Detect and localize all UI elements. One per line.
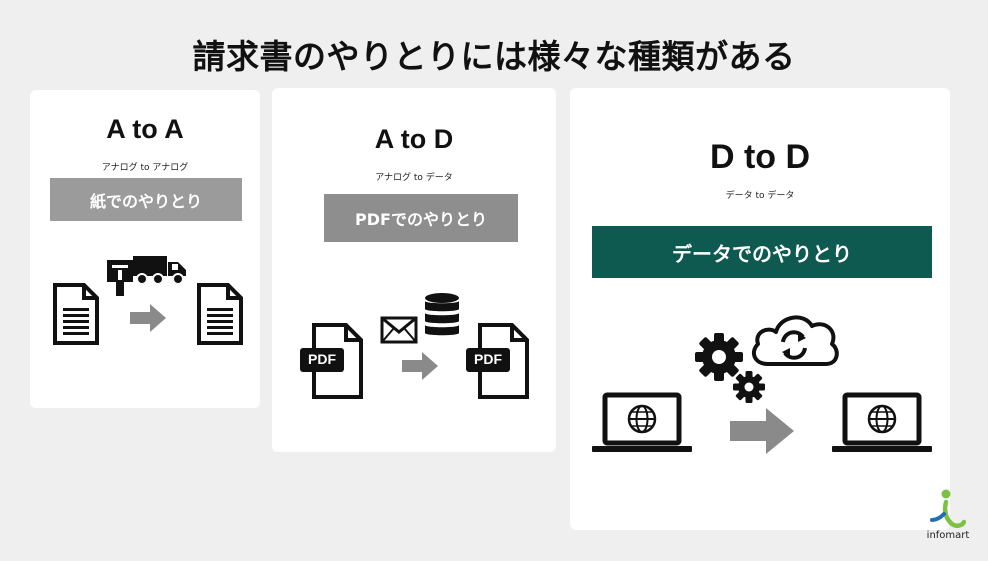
laptop-icon	[592, 392, 692, 452]
cloud-sync-icon	[751, 315, 839, 366]
logo-text: infomart	[926, 530, 970, 541]
card-a-to-d: A to D アナログ to データ PDFでのやりとり PDF PDF	[272, 88, 556, 452]
arrow-right-icon	[730, 408, 794, 454]
pdf-label: PDF	[308, 351, 336, 367]
page-title: 請求書のやりとりには様々な種類がある	[192, 37, 796, 76]
card-subtitle: データ to データ	[725, 191, 795, 201]
label-box: データでのやりとり	[592, 226, 932, 278]
card-heading: A to D	[374, 124, 454, 154]
card-heading: D to D	[709, 138, 811, 176]
mailbox-icon	[107, 260, 133, 296]
card-a-to-a: A to A アナログ to アナログ 紙でのやりとり	[30, 90, 260, 408]
label-box: PDFでのやりとり	[324, 194, 518, 242]
pdf-file-icon: PDF	[464, 322, 534, 400]
gear-icon	[695, 333, 743, 381]
card-subtitle: アナログ to アナログ	[101, 163, 189, 173]
arrow-right-icon	[130, 304, 166, 332]
infomart-logo-icon	[930, 489, 966, 528]
document-icon	[53, 283, 99, 345]
card-subtitle: アナログ to データ	[375, 173, 453, 183]
document-icon	[197, 283, 243, 345]
label-box: 紙でのやりとり	[50, 178, 242, 221]
pdf-label: PDF	[474, 351, 502, 367]
laptop-icon	[832, 392, 932, 452]
arrow-right-icon	[402, 352, 438, 380]
card-heading: A to A	[106, 114, 184, 144]
gear-icon	[733, 371, 765, 403]
database-icon	[425, 293, 459, 336]
pdf-file-icon: PDF	[298, 322, 368, 400]
envelope-icon	[380, 316, 418, 344]
card-d-to-d: D to D データ to データ データでのやりとり	[570, 88, 950, 530]
truck-icon	[133, 256, 186, 285]
